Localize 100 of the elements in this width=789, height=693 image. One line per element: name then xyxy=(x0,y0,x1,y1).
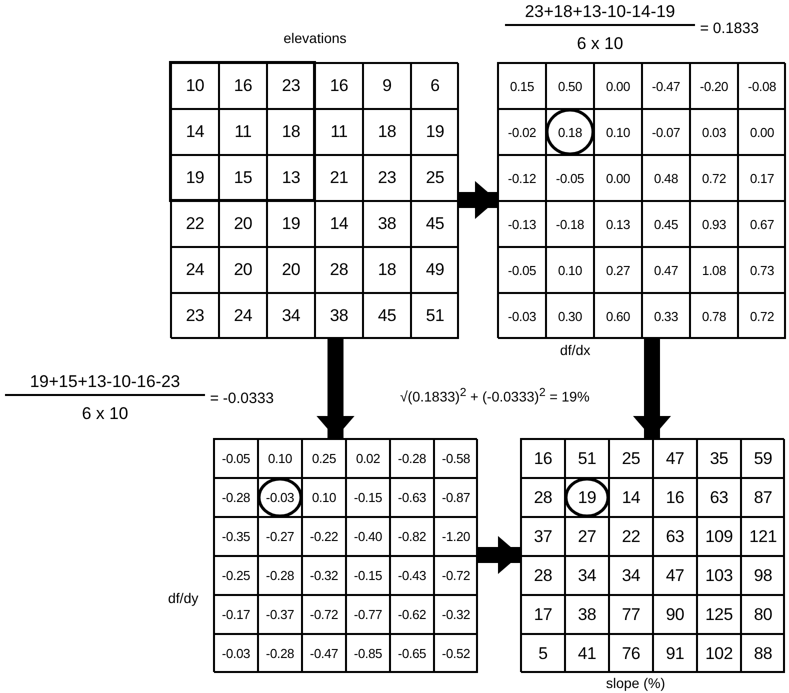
grid-cell: 20 xyxy=(267,247,315,293)
grid-cell: 16 xyxy=(315,63,363,109)
formula-result: = 0.1833 xyxy=(700,20,759,37)
grid-cell: 28 xyxy=(521,556,565,595)
grid-cell: -0.35 xyxy=(214,517,258,556)
grid-cell: -0.65 xyxy=(390,634,434,673)
grid-cell: -0.08 xyxy=(738,63,786,109)
grid-cell: 38 xyxy=(363,201,411,247)
grid-cell: -0.47 xyxy=(642,63,690,109)
grid-cell: 13 xyxy=(267,155,315,201)
grid-cell: 0.47 xyxy=(642,247,690,293)
grid-cell: -0.32 xyxy=(302,556,346,595)
block-arrow xyxy=(477,536,520,574)
grid-cell: 0.00 xyxy=(738,109,786,155)
grid-cell: -0.28 xyxy=(258,556,302,595)
grid-cell: 91 xyxy=(653,634,697,673)
grid-cell: -0.52 xyxy=(434,634,478,673)
grid-cell: -0.15 xyxy=(346,556,390,595)
grid-table xyxy=(170,62,458,338)
grid-cell: 28 xyxy=(521,478,565,517)
grid-cell: 15 xyxy=(219,155,267,201)
block-arrow xyxy=(458,181,497,219)
grid-cell: 63 xyxy=(653,517,697,556)
grid-cell: 0.72 xyxy=(738,293,786,339)
grid-cell: 51 xyxy=(565,439,609,478)
grid-cell: -0.28 xyxy=(390,439,434,478)
grid-cell: -0.28 xyxy=(258,634,302,673)
grid-caption: df/dx xyxy=(560,342,590,358)
grid-cell: 28 xyxy=(315,247,363,293)
grid-cell: 0.50 xyxy=(546,63,594,109)
grid-cell: 23 xyxy=(363,155,411,201)
grid-cell: 18 xyxy=(363,109,411,155)
grid-caption: elevations xyxy=(282,30,348,46)
grid-cell: -0.18 xyxy=(546,201,594,247)
grid-cell: 23 xyxy=(171,293,219,339)
grid-cell: 77 xyxy=(609,595,653,634)
grid-cell: 80 xyxy=(741,595,785,634)
grid-cell: 0.67 xyxy=(738,201,786,247)
grid-cell: 0.13 xyxy=(594,201,642,247)
grid-cell: -0.72 xyxy=(434,556,478,595)
grid-cell: 27 xyxy=(565,517,609,556)
grid-cell: 0.10 xyxy=(258,439,302,478)
grid-cell: 45 xyxy=(363,293,411,339)
grid-cell: 14 xyxy=(609,478,653,517)
grid-cell: 47 xyxy=(653,439,697,478)
grid-cell: 0.73 xyxy=(738,247,786,293)
grid-cell: 0.48 xyxy=(642,155,690,201)
formula-text: √(0.1833)$^{2}$ + (-0.0333)$^{2}$ = 19% xyxy=(400,386,590,405)
grid-cell: 11 xyxy=(315,109,363,155)
formula-denominator: 6 x 10 xyxy=(80,404,130,424)
grid-cell: 87 xyxy=(741,478,785,517)
grid-cell: 59 xyxy=(741,439,785,478)
formula-numerator: 19+15+13-10-16-23 xyxy=(5,372,205,396)
grid-table xyxy=(520,438,784,672)
grid-cell: 0.03 xyxy=(690,109,738,155)
grid-cell: 47 xyxy=(653,556,697,595)
block-arrow xyxy=(316,338,354,438)
grid-cell: -0.87 xyxy=(434,478,478,517)
grid-cell: 0.30 xyxy=(546,293,594,339)
grid-cell: 6 xyxy=(411,63,459,109)
grid-cell: 14 xyxy=(171,109,219,155)
grid-cell: 19 xyxy=(267,201,315,247)
grid-cell: 24 xyxy=(219,293,267,339)
grid-cell: 34 xyxy=(609,556,653,595)
grid-cell: -0.20 xyxy=(690,63,738,109)
grid-caption: slope (%) xyxy=(606,675,666,691)
grid-cell: 23 xyxy=(267,63,315,109)
grid-cell: 0.27 xyxy=(594,247,642,293)
grid-cell: 0.00 xyxy=(594,63,642,109)
grid-cell: 45 xyxy=(411,201,459,247)
grid-table xyxy=(497,62,785,338)
grid-cell: 24 xyxy=(171,247,219,293)
grid-cell: 16 xyxy=(219,63,267,109)
grid-cell: -0.37 xyxy=(258,595,302,634)
grid-cell: 16 xyxy=(521,439,565,478)
grid-cell: 0.00 xyxy=(594,155,642,201)
grid-cell: -0.13 xyxy=(498,201,546,247)
grid-cell: 25 xyxy=(411,155,459,201)
grid-cell: 90 xyxy=(653,595,697,634)
grid-cell: -0.43 xyxy=(390,556,434,595)
grid-cell: 0.93 xyxy=(690,201,738,247)
grid-cell: 0.17 xyxy=(738,155,786,201)
grid-cell: 0.33 xyxy=(642,293,690,339)
grid-cell: 63 xyxy=(697,478,741,517)
grid-cell: -0.07 xyxy=(642,109,690,155)
grid-cell: 102 xyxy=(697,634,741,673)
grid-cell: 41 xyxy=(565,634,609,673)
grid-cell: 38 xyxy=(315,293,363,339)
grid-cell: 18 xyxy=(267,109,315,155)
grid-cell: 98 xyxy=(741,556,785,595)
grid-cell: 16 xyxy=(653,478,697,517)
grid-cell: -0.28 xyxy=(214,478,258,517)
grid-cell: 19 xyxy=(411,109,459,155)
grid-cell: 0.60 xyxy=(594,293,642,339)
grid-caption: df/dy xyxy=(168,590,198,606)
grid-cell: 125 xyxy=(697,595,741,634)
formula-numerator: 23+18+13-10-14-19 xyxy=(505,2,695,26)
grid-cell: 0.15 xyxy=(498,63,546,109)
grid-cell: -0.63 xyxy=(390,478,434,517)
grid-cell: 22 xyxy=(609,517,653,556)
